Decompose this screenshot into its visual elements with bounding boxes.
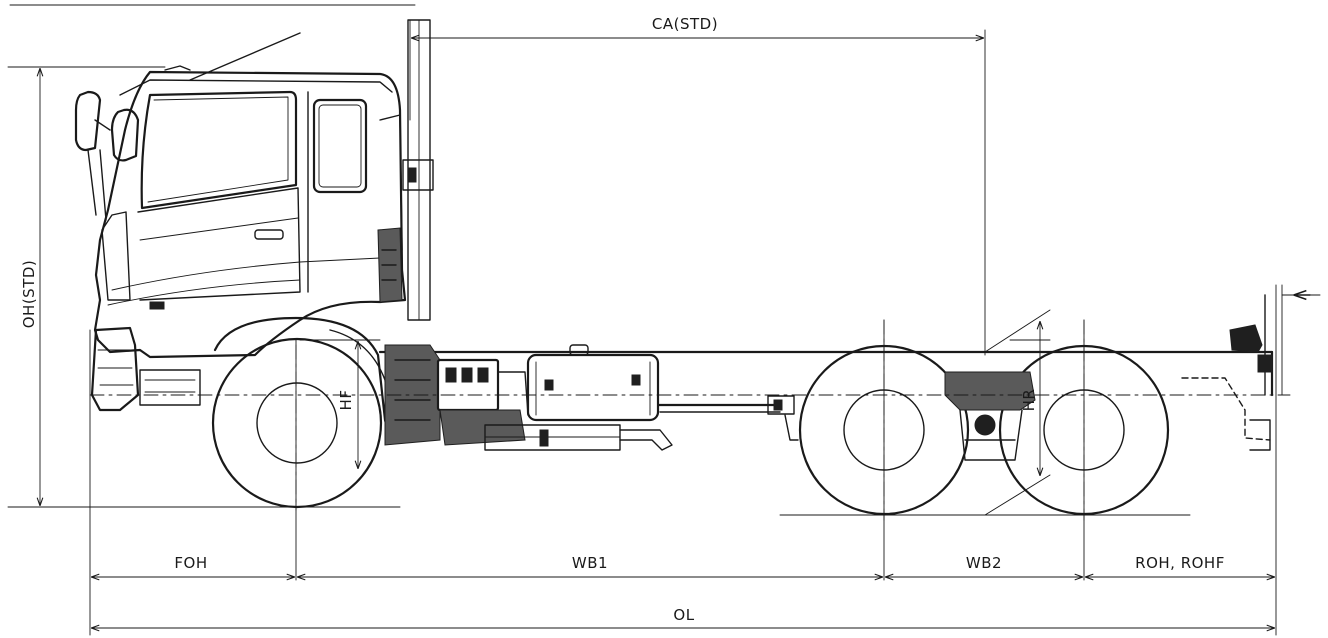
- rear-overhang: [1181, 284, 1321, 451]
- foh-label: FOH: [174, 554, 207, 572]
- cab: [74, 32, 407, 412]
- extension-lines: [7, 4, 1277, 636]
- cab-rear-equipment: [377, 19, 434, 321]
- roh-label: ROH, ROHF: [1135, 554, 1225, 572]
- drivetrain: [378, 344, 1274, 451]
- ol-label: OL: [673, 606, 694, 624]
- hr-label: HR: [1020, 389, 1038, 412]
- oh-label: OH(STD): [20, 260, 38, 329]
- dimension-labels: CA(STD) OH(STD) HF HR FOH WB1 WB2 ROH, R…: [20, 15, 1225, 624]
- wb2-label: WB2: [966, 554, 1002, 572]
- front-wheel: [211, 316, 392, 509]
- rear-axles: [798, 309, 1170, 516]
- wb1-label: WB1: [572, 554, 608, 572]
- dimension-lines: [40, 38, 1274, 628]
- centerlines: [89, 319, 1291, 521]
- ca-label: CA(STD): [652, 15, 718, 33]
- hf-label: HF: [337, 390, 355, 411]
